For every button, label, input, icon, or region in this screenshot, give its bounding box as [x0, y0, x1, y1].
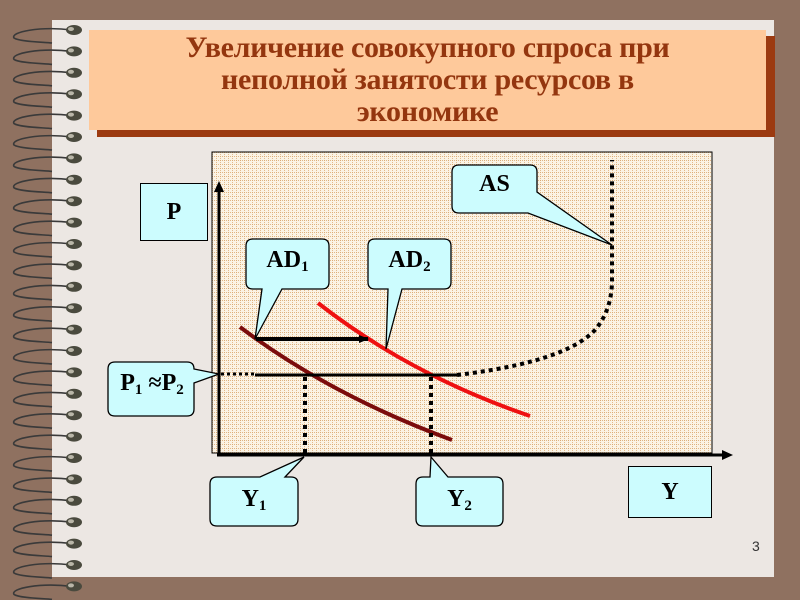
- title-line-2: неполной занятости ресурсов в: [221, 63, 634, 96]
- page-number: 3: [752, 538, 760, 554]
- y2-label: Y2: [447, 486, 472, 514]
- price-callout: [107, 361, 222, 417]
- x-axis-label: Y: [628, 466, 712, 518]
- ad2-label: AD2: [388, 247, 431, 275]
- price-label: P1 ≈P2: [120, 370, 184, 398]
- title-line-3: экономике: [356, 95, 499, 128]
- ad1-label: AD1: [266, 247, 309, 275]
- ad2-callout: [367, 238, 452, 350]
- as-label: AS: [479, 171, 510, 197]
- ad1-callout: [245, 238, 330, 340]
- title-line-1: Увеличение совокупного спроса при: [185, 31, 670, 64]
- as-callout: [451, 164, 613, 246]
- y-axis-label: P: [140, 183, 208, 241]
- slide-title: Увеличение совокупного спроса при неполн…: [89, 30, 766, 130]
- as-curve-dotted: [456, 160, 614, 377]
- ad1-curve: [238, 325, 453, 442]
- y1-callout: [209, 456, 305, 527]
- ad2-curve: [316, 301, 531, 418]
- y2-callout: [415, 455, 504, 527]
- y1-label: Y1: [241, 486, 267, 514]
